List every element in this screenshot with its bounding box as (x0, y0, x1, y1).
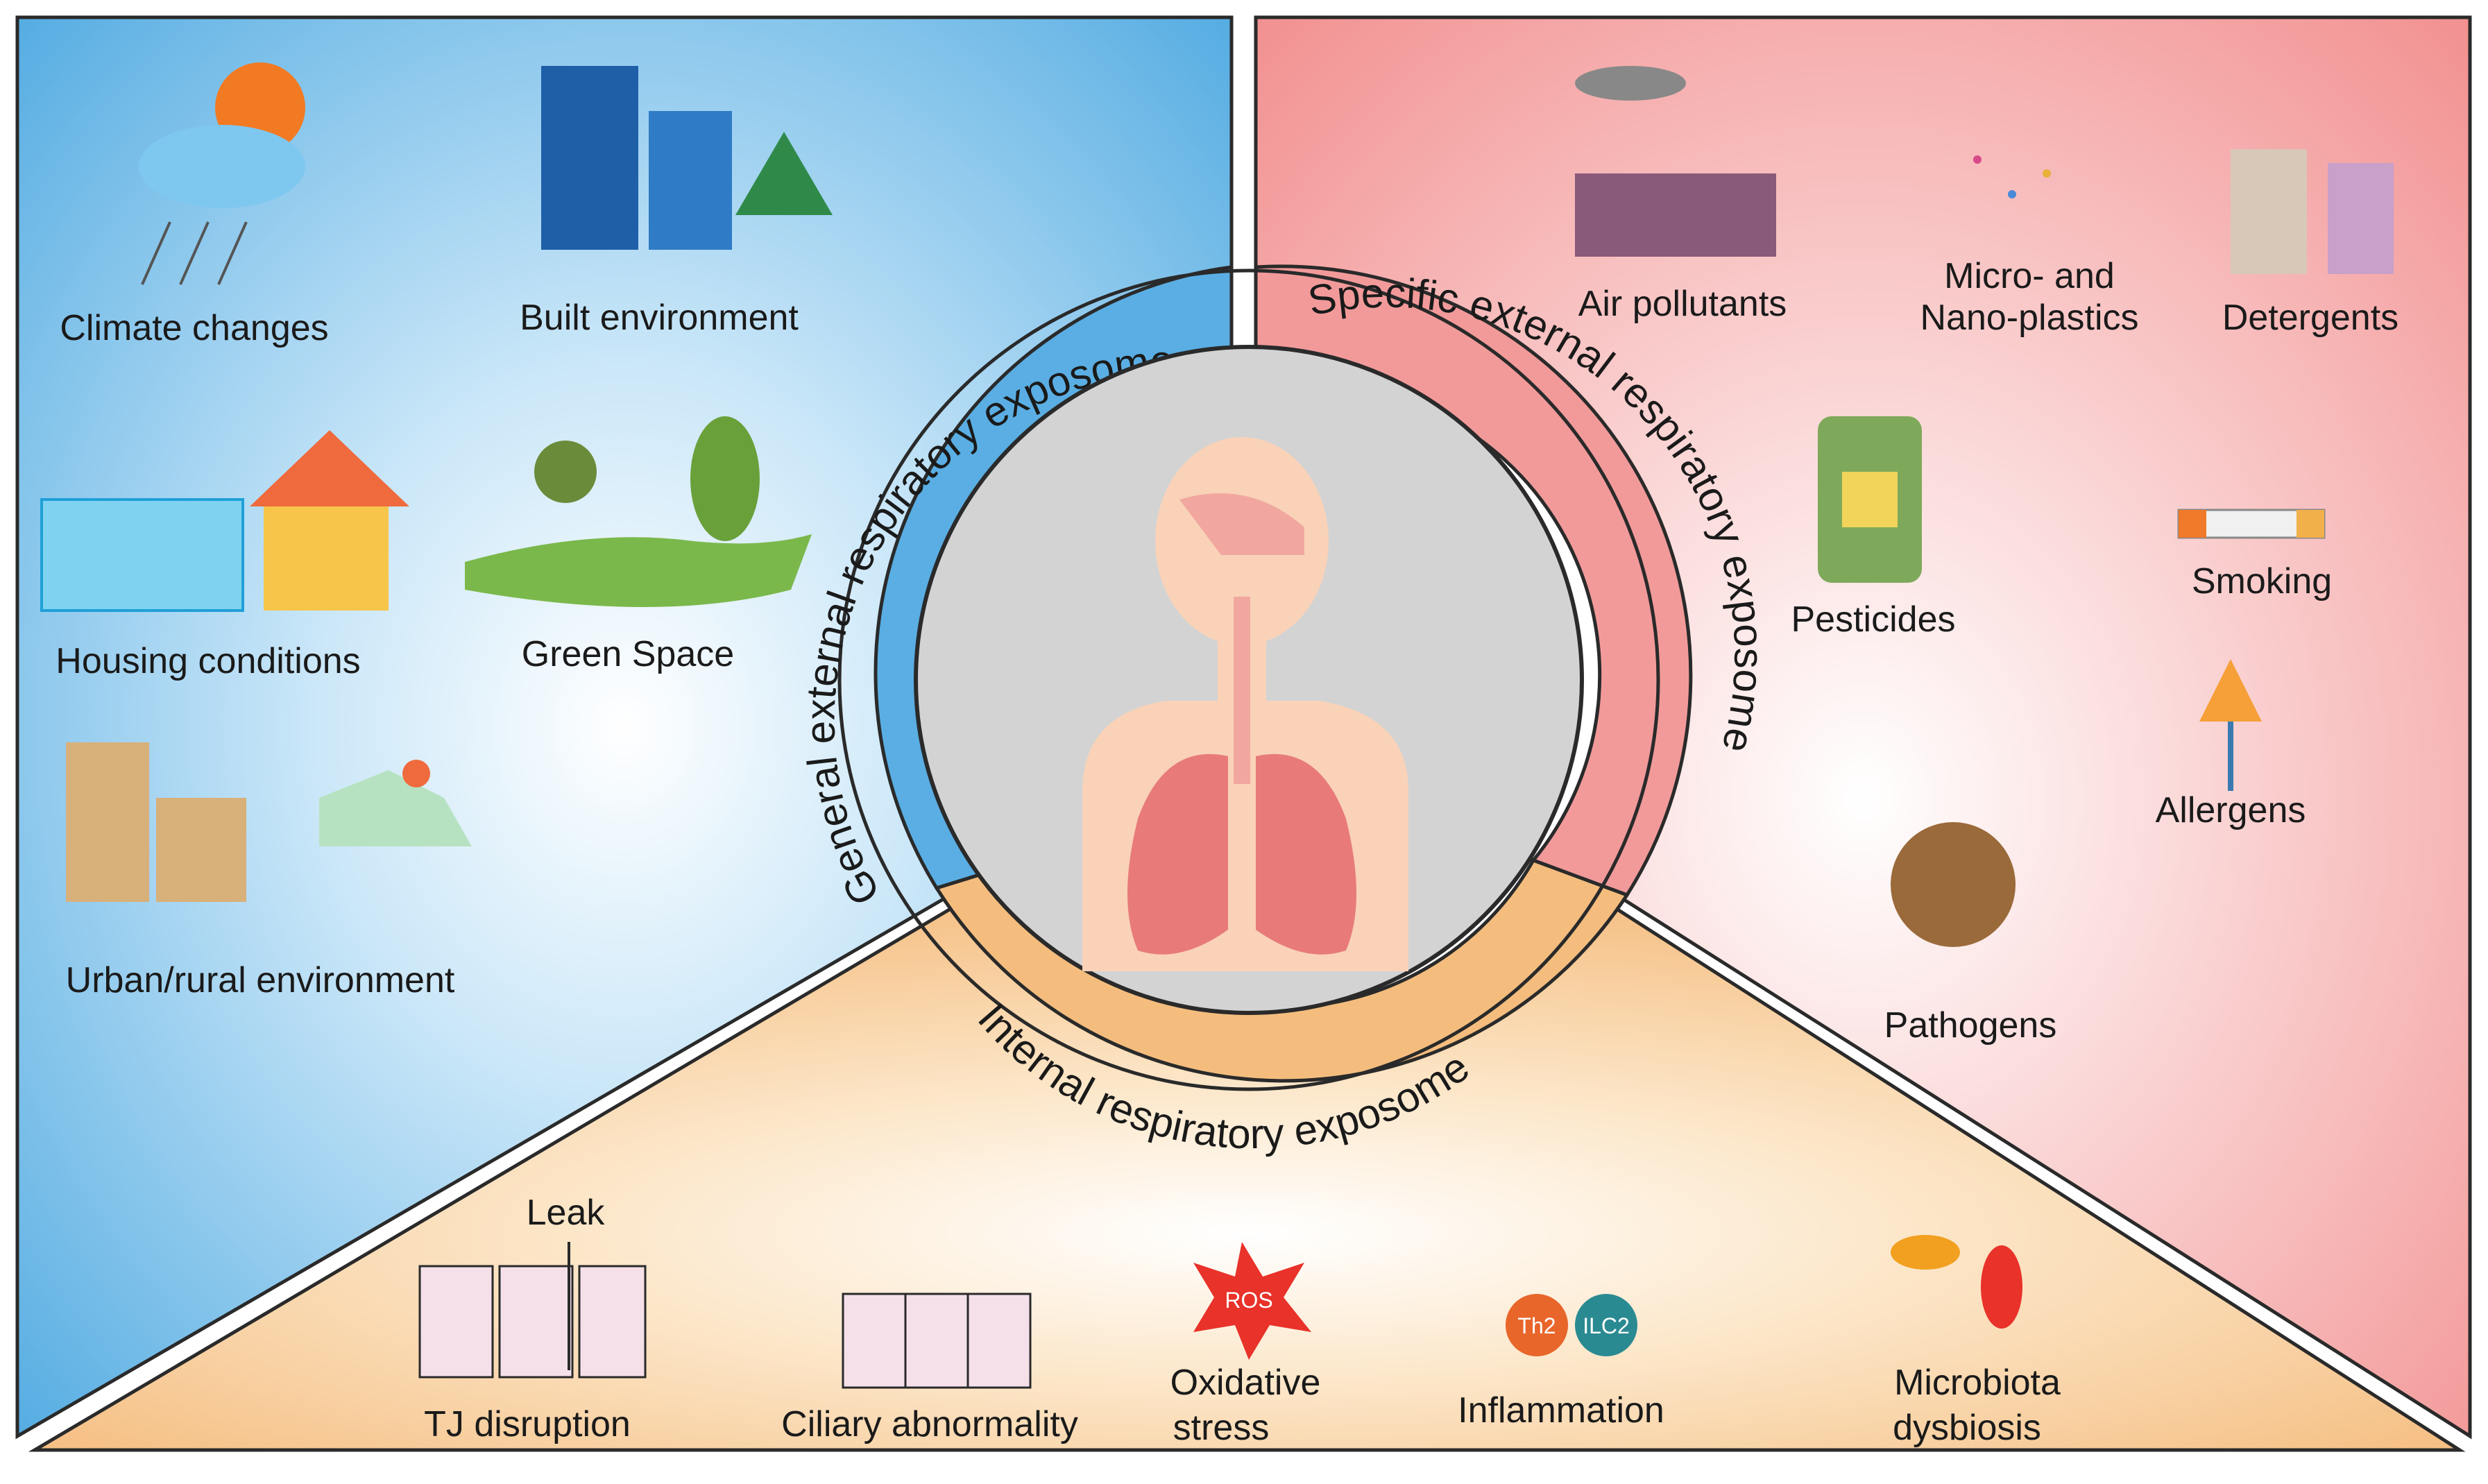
microbiota-label-line1: Microbiota (1894, 1363, 2061, 1403)
micro-nano-plastics-icon (1973, 155, 2051, 198)
ilc2-label: ILC2 (1583, 1313, 1630, 1338)
air-pollutants-icon (1575, 66, 1776, 257)
th2-label: Th2 (1517, 1313, 1556, 1338)
smoking-label: Smoking (2192, 561, 2332, 602)
oxidative-label-line1: Oxidative (1170, 1363, 1321, 1403)
allergens-icon (2199, 659, 2262, 791)
ciliary-abnormality-icon (842, 1293, 1032, 1389)
ciliary-abnormality-label: Ciliary abnormality (781, 1404, 1078, 1444)
plastics-label-line1: Micro- and (1944, 256, 2115, 296)
smoking-icon (2177, 509, 2326, 539)
urban-rural-environment-icon (66, 742, 472, 902)
microbiota-icon (1891, 1235, 2022, 1329)
detergents-label: Detergents (2222, 298, 2398, 338)
built-environment-label: Built environment (520, 298, 799, 338)
ros-icon: ROS (1193, 1242, 1311, 1360)
leak-label: Leak (527, 1193, 606, 1233)
urban-rural-environment-label: Urban/rural environment (66, 960, 455, 1000)
air-pollutants-label: Air pollutants (1578, 284, 1787, 324)
inflammation-icon: Th2 ILC2 (1506, 1294, 1637, 1356)
lungs-icon (1127, 753, 1356, 955)
tj-disruption-icon (418, 1242, 647, 1379)
plastics-label-line2: Nano-plastics (1920, 298, 2138, 338)
pesticides-icon (1818, 416, 1922, 583)
detergents-icon (2231, 149, 2394, 274)
housing-conditions-icon (40, 430, 409, 612)
allergens-label: Allergens (2156, 790, 2306, 830)
human-respiratory-center (914, 345, 1584, 1015)
green-space-icon (465, 416, 812, 607)
microbiota-label-line2: dysbiosis (1893, 1408, 2041, 1448)
ros-label: ROS (1225, 1288, 1272, 1313)
green-space-label: Green Space (522, 634, 734, 674)
pathogens-label: Pathogens (1884, 1005, 2057, 1046)
housing-conditions-label: Housing conditions (56, 641, 360, 681)
tj-disruption-label: TJ disruption (424, 1404, 631, 1444)
inflammation-label: Inflammation (1458, 1390, 1664, 1431)
pathogens-icon (1891, 822, 2016, 947)
pesticides-label: Pesticides (1791, 599, 1956, 640)
climate-changes-icon (139, 62, 305, 285)
oxidative-label-line2: stress (1173, 1408, 1270, 1448)
climate-changes-label: Climate changes (60, 308, 328, 348)
built-environment-icon (541, 66, 833, 250)
